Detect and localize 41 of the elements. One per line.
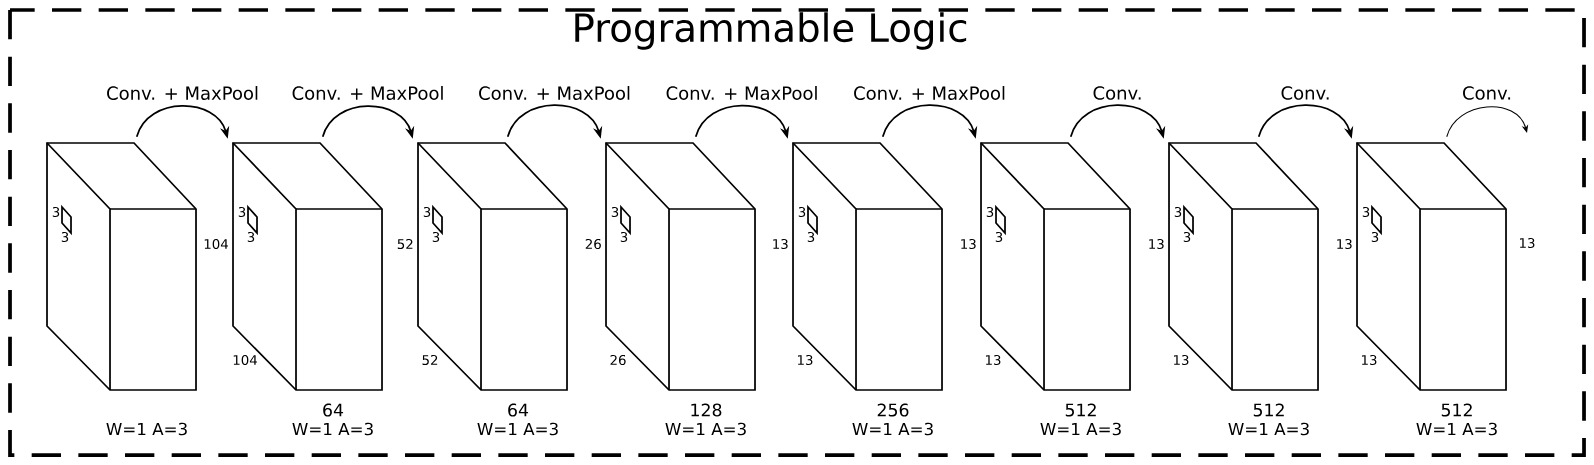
dimension-label: 26 bbox=[610, 354, 626, 366]
dimension-label: 13 bbox=[961, 238, 976, 250]
dimension-label: 104 bbox=[233, 354, 257, 366]
precision-label: W=1 A=3 bbox=[477, 422, 558, 436]
edge-label: Conv. bbox=[1281, 86, 1329, 100]
dimension-label: 52 bbox=[422, 354, 438, 366]
arrow bbox=[1446, 106, 1529, 138]
dimension-label: 13 bbox=[798, 354, 813, 366]
dimension-label: 13 bbox=[986, 354, 1001, 366]
dimension-label: 52 bbox=[397, 238, 413, 250]
edge-label: Conv. + MaxPool bbox=[854, 86, 1005, 100]
precision-label: W=1 A=3 bbox=[292, 422, 373, 436]
edge-label: Conv. + MaxPool bbox=[666, 86, 817, 100]
edge-label: Conv. + MaxPool bbox=[107, 86, 258, 100]
title: Programmable Logic bbox=[575, 12, 967, 50]
channel-count: 128 bbox=[691, 403, 722, 417]
edge-label: Conv. bbox=[1463, 86, 1511, 100]
dimension-label: 13 bbox=[1149, 238, 1164, 250]
edge-label: Conv. bbox=[1093, 86, 1141, 100]
dimension-label: 13 bbox=[1520, 237, 1535, 249]
dimension-label: 26 bbox=[585, 238, 601, 250]
channel-count: 512 bbox=[1065, 403, 1096, 417]
precision-label: W=1 A=3 bbox=[1228, 422, 1309, 436]
precision-label: W=1 A=3 bbox=[1040, 422, 1121, 436]
channel-count: 64 bbox=[508, 403, 529, 417]
precision-label: W=1 A=3 bbox=[106, 422, 187, 436]
channel-count: 256 bbox=[877, 403, 909, 417]
cuboid: 3 3 bbox=[46, 142, 197, 391]
precision-label: W=1 A=3 bbox=[1416, 422, 1497, 436]
dimension-label: 13 bbox=[1174, 354, 1189, 366]
dimension-label: 104 bbox=[204, 238, 228, 250]
precision-label: W=1 A=3 bbox=[852, 422, 933, 436]
dimension-label: 13 bbox=[1362, 354, 1377, 366]
channel-count: 512 bbox=[1253, 403, 1284, 417]
channel-count: 64 bbox=[323, 403, 344, 417]
precision-label: W=1 A=3 bbox=[665, 422, 746, 436]
dimension-label: 13 bbox=[773, 238, 788, 250]
dimension-label: 13 bbox=[1337, 238, 1352, 250]
edge-label: Conv. + MaxPool bbox=[292, 86, 443, 100]
edge-label: Conv. + MaxPool bbox=[479, 86, 630, 100]
channel-count: 512 bbox=[1441, 403, 1472, 417]
